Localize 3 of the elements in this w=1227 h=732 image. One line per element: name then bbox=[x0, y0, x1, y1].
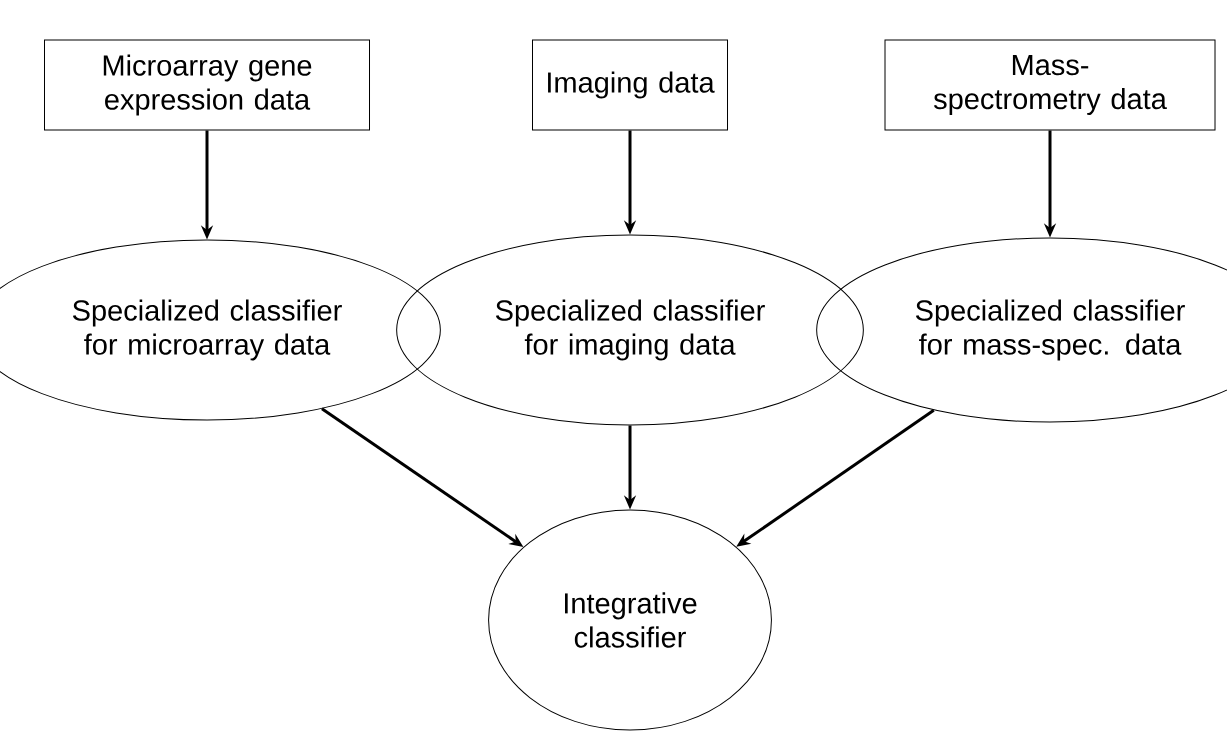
data-box: Imaging data bbox=[532, 39, 728, 131]
data-box: Microarray gene expression data bbox=[44, 39, 370, 131]
data-box: Mass-spectrometry data bbox=[884, 39, 1216, 131]
